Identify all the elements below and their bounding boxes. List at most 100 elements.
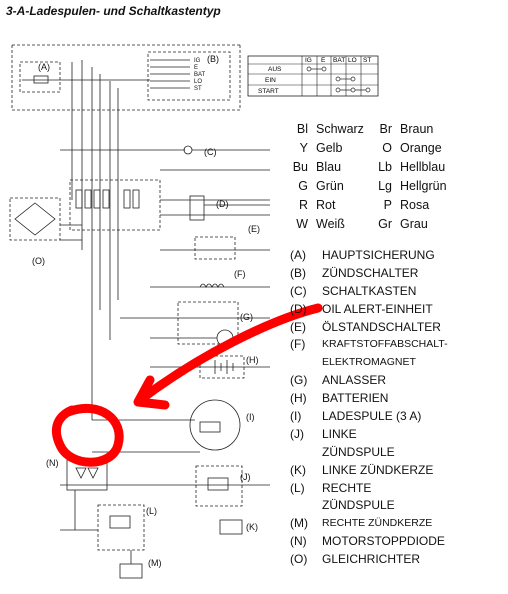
rectifier-box (9, 197, 61, 241)
label-b: (B) (207, 54, 219, 64)
label-o: (O) (32, 256, 45, 266)
color-code: Lb (378, 160, 392, 174)
left-spark-plug (219, 519, 243, 535)
label-n: (N) (46, 458, 59, 468)
legend-item: (I)LADESPULE (3 A) (290, 408, 448, 426)
label-m: (M) (148, 558, 162, 568)
label-h: (H) (246, 355, 259, 365)
label-k: (K) (246, 522, 258, 532)
legend-item: ZÜNDSPULE (290, 497, 448, 515)
legend-text: RECHTE ZÜNDKERZE (322, 517, 433, 530)
legend-item: (M) RECHTE ZÜNDKERZE (290, 515, 448, 533)
legend-text: SCHALTKASTEN (322, 283, 417, 298)
color-name: Hellgrün (400, 179, 447, 193)
label-a: (A) (38, 62, 50, 72)
color-code: Bu (292, 160, 308, 174)
legend-key: (N) (290, 534, 307, 549)
right-spark-plug (119, 563, 143, 579)
legend-key: (E) (290, 319, 306, 334)
legend-key: (C) (290, 283, 307, 298)
color-code: Lg (378, 179, 392, 193)
legend-text: HAUPTSICHERUNG (322, 248, 435, 262)
legend-text: BATTERIEN (322, 391, 389, 406)
legend-text: RECHTE (322, 480, 372, 495)
left-ignition-coil (195, 465, 243, 507)
sw-row-aus: AUS (268, 66, 282, 73)
page-title: 3-A-Ladespulen- und Schaltkastentyp (6, 4, 221, 18)
label-i: (I) (246, 412, 255, 422)
label-j: (J) (240, 472, 251, 482)
color-row: Bu Blau Lb Hellblau (286, 160, 447, 179)
sw-header-e: E (321, 57, 326, 64)
label-l: (L) (146, 506, 157, 516)
fuel-solenoid-coil (199, 283, 225, 288)
legend-item: ELEKTROMAGNET (290, 354, 448, 372)
color-code: Gr (378, 217, 392, 231)
legend-text: ZÜNDSPULE (322, 498, 395, 513)
control-box (69, 179, 161, 231)
color-name: Grau (400, 217, 428, 231)
color-code: R (298, 198, 308, 212)
color-row: G Grün Lg Hellgrün (286, 179, 447, 198)
oil-alert-unit (189, 195, 205, 221)
charge-coil (189, 399, 241, 451)
color-name: Orange (400, 141, 442, 155)
right-ignition-coil (97, 504, 145, 551)
color-row: Bl Schwarz Br Braun (286, 122, 447, 141)
terminal-e: E (194, 65, 198, 71)
color-name: Gelb (316, 141, 343, 155)
label-g: (G) (240, 312, 253, 322)
color-name: Hellblau (400, 160, 446, 174)
legend-key: (B) (290, 265, 306, 280)
label-d: (D) (216, 199, 229, 209)
color-code-table: Bl Schwarz Br Braun Y Gelb O Orange Bu B… (286, 122, 447, 236)
color-code: O (382, 141, 392, 155)
color-name: Schwarz (316, 122, 364, 136)
color-row: Y Gelb O Orange (286, 141, 447, 160)
color-row: W Weiß Gr Grau (286, 217, 447, 236)
legend-key: (A) (290, 248, 306, 262)
legend-item: (N)MOTORSTOPPDIODE (290, 533, 448, 551)
label-e: (E) (248, 224, 260, 234)
legend-item: ZÜNDSPULE (290, 444, 448, 462)
legend-text: ZÜNDSCHALTER (322, 265, 419, 280)
sw-header-lo: LO (348, 57, 357, 64)
legend-item: (L) RECHTE (290, 480, 448, 498)
legend-key: (H) (290, 391, 307, 406)
legend-text: LINKE (322, 426, 357, 441)
fuse-box (19, 61, 61, 93)
ignition-switch-table: IG E BAT LO ST AUS EIN START (247, 55, 379, 97)
color-code: P (383, 198, 392, 212)
color-name: Rot (316, 198, 336, 212)
color-code: G (298, 179, 308, 193)
legend-item: (D)OIL ALERT-EINHEIT (290, 301, 448, 319)
red-annotation (52, 303, 323, 467)
legend-text: ANLASSER (322, 373, 387, 388)
red-arrow-shaft (135, 303, 323, 405)
starter-box (177, 301, 239, 345)
red-circle-mark (52, 403, 124, 467)
sw-row-ein: EIN (265, 77, 276, 84)
color-code: Y (299, 141, 308, 155)
terminal-ig: IG (194, 58, 201, 64)
color-name: Weiß (316, 217, 345, 231)
legend-text: ZÜNDSPULE (322, 444, 395, 459)
legend-key (290, 354, 322, 372)
legend-item: (G)ANLASSER (290, 372, 448, 390)
sw-header-st: ST (363, 57, 371, 64)
color-code: Bl (296, 122, 308, 136)
legend-item: (E)ÖLSTANDSCHALTER (290, 319, 448, 337)
terminal-st: ST (194, 86, 202, 92)
legend-key: (F) (290, 337, 306, 352)
color-name: Braun (400, 122, 434, 136)
legend-key: (L) (290, 480, 305, 495)
legend-item: (B) ZÜNDSCHALTER (290, 265, 448, 283)
sw-row-start: START (258, 88, 279, 95)
legend-text: OIL ALERT-EINHEIT (322, 301, 433, 316)
color-row: R Rot P Rosa (286, 198, 447, 217)
ignition-switch-box (147, 51, 231, 101)
legend-text: GLEICHRICHTER (322, 552, 421, 567)
terminal-bat: BAT (194, 72, 206, 78)
legend-key: (M) (290, 516, 308, 531)
